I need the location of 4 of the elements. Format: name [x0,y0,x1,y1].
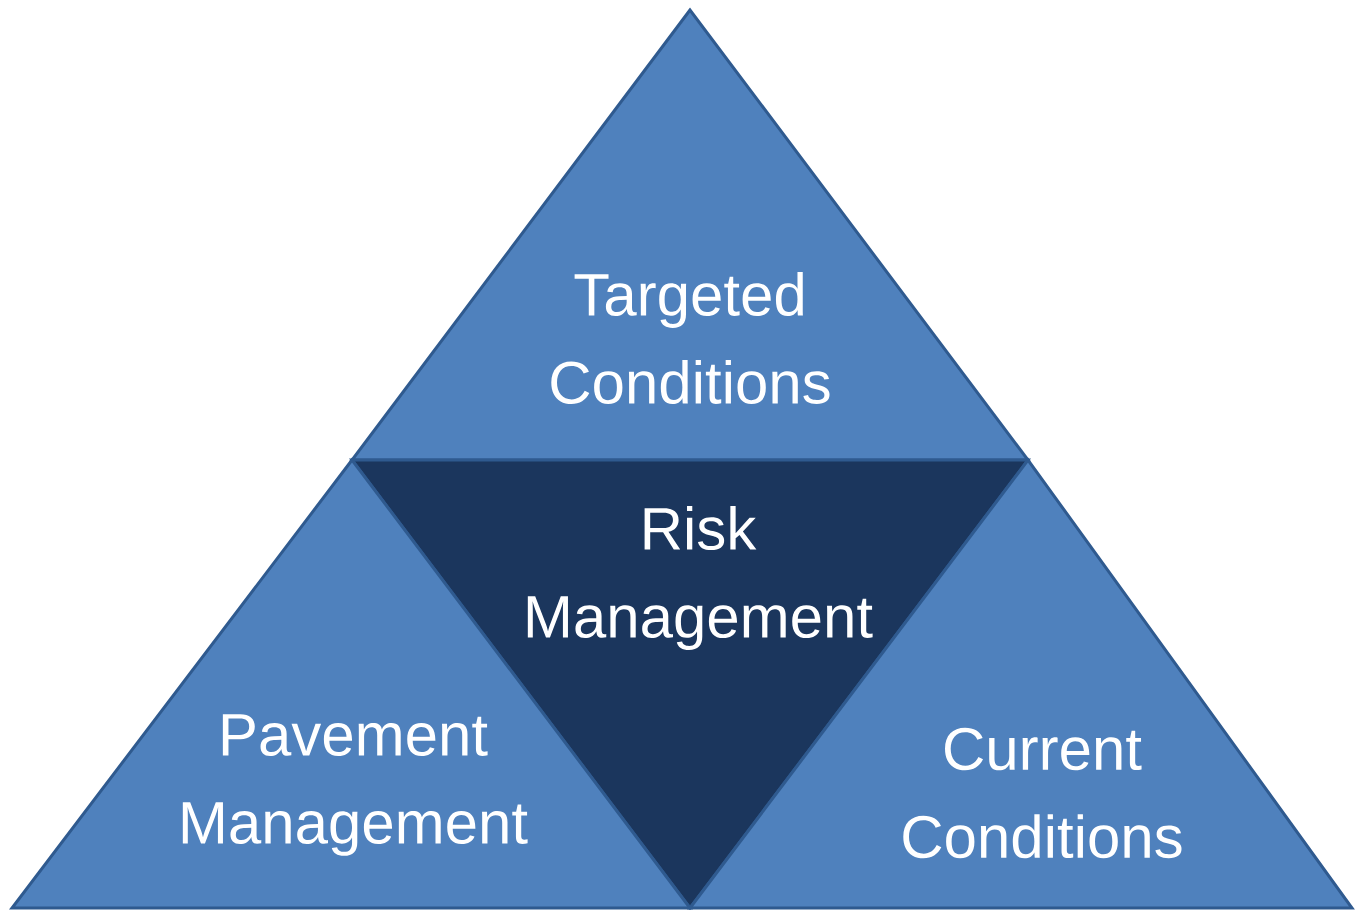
triangle-label: Risk Management [527,506,873,650]
triangle-label: Pavement Management [182,714,528,856]
triangle-label: Targeted Conditions [551,271,830,404]
triangle-label: Current Conditions [903,727,1182,859]
